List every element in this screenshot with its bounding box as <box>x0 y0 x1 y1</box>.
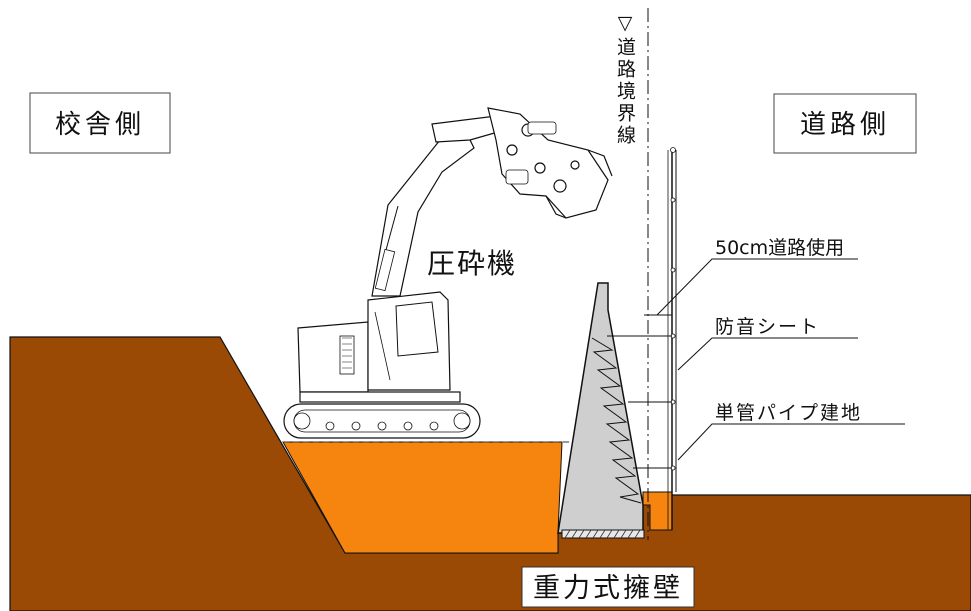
road-side-box <box>773 93 917 154</box>
wall-zigzag <box>591 337 642 504</box>
excavator-body <box>297 321 369 393</box>
pipe-scaffold-label: 単管パイプ建地 <box>715 402 862 424</box>
crusher-head <box>487 107 609 219</box>
crusher-label: 圧砕機 <box>427 247 517 280</box>
leader-road-use <box>656 258 858 316</box>
road-side-label: 道路側 <box>800 110 890 140</box>
road-use-label: 50cm道路使用 <box>715 237 844 259</box>
school-side-box <box>29 92 171 154</box>
retaining-wall-box <box>521 566 695 608</box>
wall-foundation <box>561 529 645 539</box>
foundation-hatch <box>564 529 641 539</box>
road-boundary-label: ▽道路境界線 <box>614 12 636 147</box>
leader-pipe <box>677 423 905 461</box>
sound-sheet-label: 防音シート <box>715 316 820 338</box>
excavator-track <box>283 403 481 439</box>
school-side-label: 校舎側 <box>55 110 145 140</box>
retaining-wall <box>557 282 644 534</box>
excavator-arm <box>431 115 506 143</box>
excavator <box>283 107 613 439</box>
leader-sound-sheet <box>677 337 858 371</box>
retaining-wall-label: 重力式擁壁 <box>533 573 683 604</box>
